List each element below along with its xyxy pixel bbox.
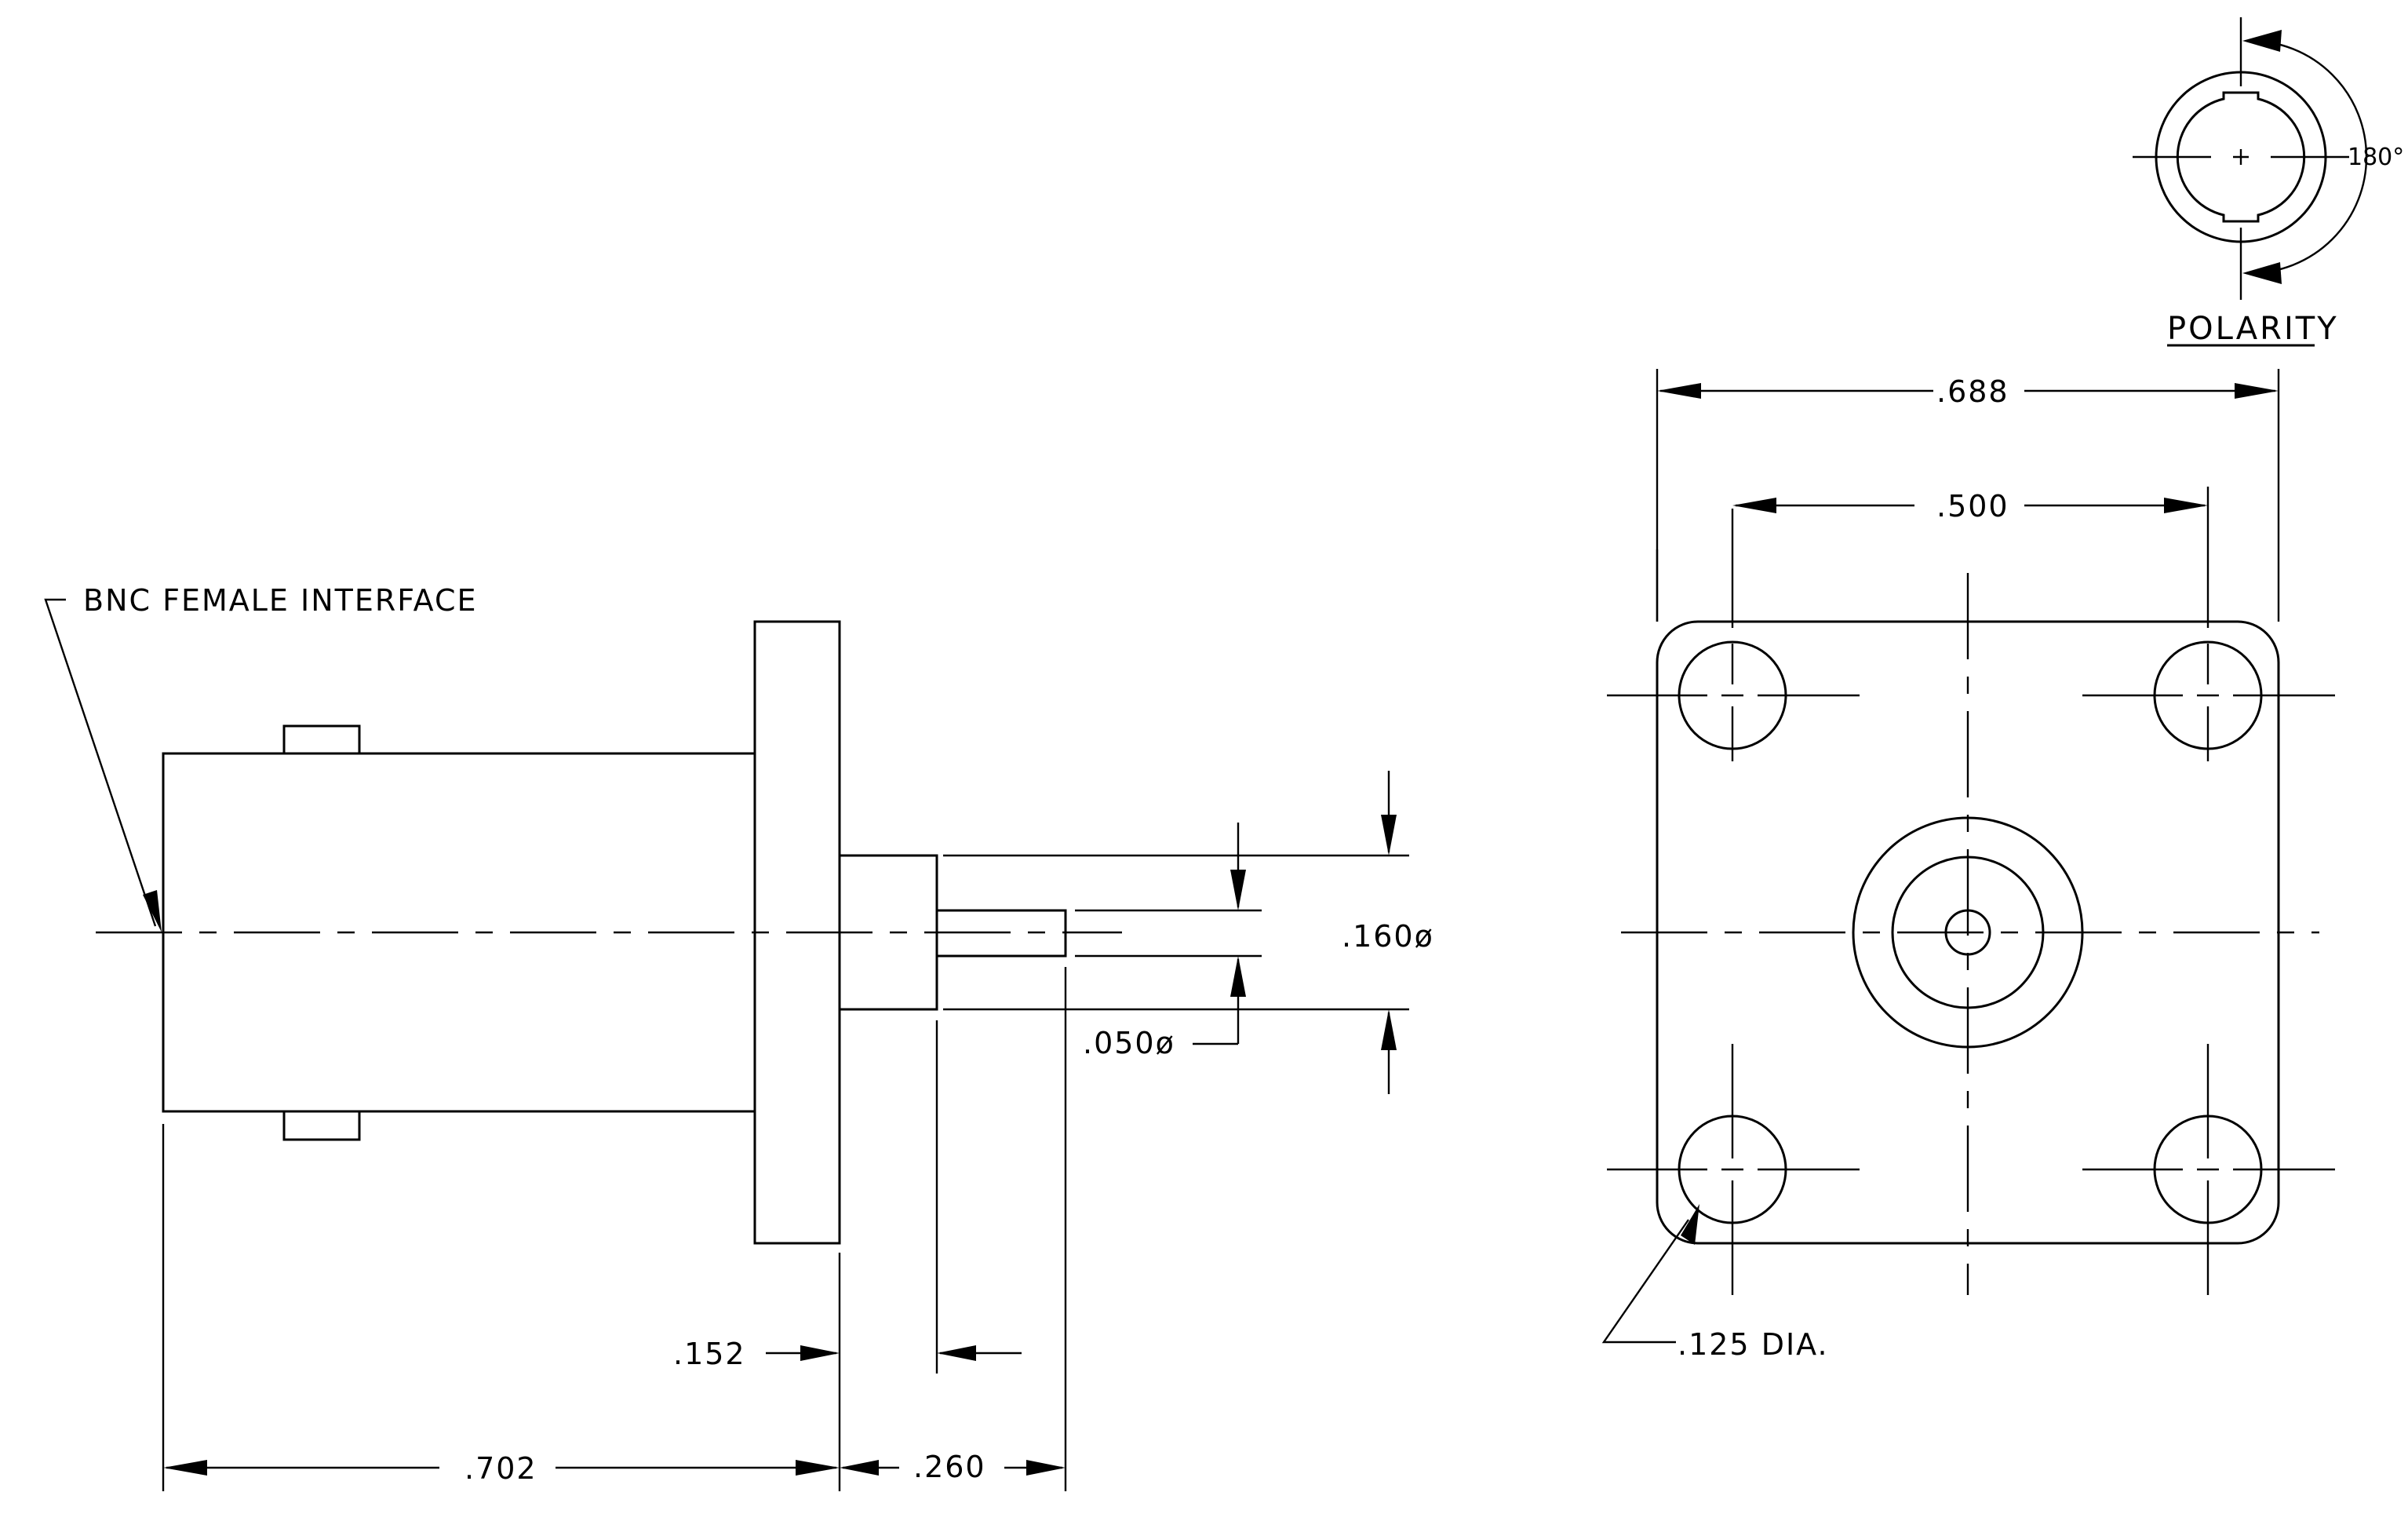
flange-thickness-label: .152	[673, 1337, 746, 1371]
bayonet-stud-top	[282, 724, 361, 755]
bayonet-stud-bottom	[282, 1110, 361, 1141]
pin-inner-diameter-label: .050ø	[1083, 1026, 1175, 1060]
bnc-interface-note: BNC FEMALE INTERFACE	[83, 583, 478, 618]
polarity-detail: 180° POLARITY	[2133, 17, 2404, 347]
arrowhead	[1657, 383, 1701, 399]
arrowhead	[937, 1345, 976, 1361]
polarity-keyed-insert	[2176, 91, 2306, 223]
side-view: .160ø .050ø BNC FEMALE INTERFACE .152 .7…	[44, 583, 1434, 1491]
polarity-title: POLARITY	[2167, 311, 2339, 347]
hole-diameter-note: .125 DIA.	[1678, 1327, 1829, 1362]
hole-spacing-label: .500	[1936, 489, 2009, 524]
pin-outer-diameter-label: .160ø	[1342, 919, 1434, 954]
hole-centerlines	[1607, 369, 2335, 1295]
arrowhead	[1381, 1009, 1397, 1050]
arrowhead	[1230, 870, 1246, 910]
polarity-arc	[2250, 39, 2368, 275]
body-length-label: .702	[464, 1451, 537, 1486]
arrowhead	[800, 1345, 840, 1361]
arrowhead	[840, 1460, 879, 1476]
arrowhead	[2235, 383, 2279, 399]
leader-line	[1601, 1219, 1689, 1344]
arrowhead	[2242, 30, 2282, 52]
arrowhead	[163, 1460, 207, 1476]
arrowhead	[2242, 262, 2282, 284]
arrowhead	[1230, 956, 1246, 997]
leader-line	[44, 598, 157, 927]
arrowhead	[1681, 1204, 1699, 1245]
arrowhead	[1026, 1460, 1066, 1476]
front-view: .688 .500 .125 DIA.	[1601, 369, 2335, 1362]
arrowhead	[2164, 498, 2208, 513]
overall-width-label: .688	[1936, 374, 2009, 409]
arrowhead	[1732, 498, 1776, 513]
pin-length-label: .260	[913, 1450, 986, 1484]
polarity-angle-label: 180°	[2348, 144, 2404, 171]
arrowhead	[143, 890, 162, 932]
arrowhead	[1381, 815, 1397, 856]
arrowhead	[796, 1460, 840, 1476]
